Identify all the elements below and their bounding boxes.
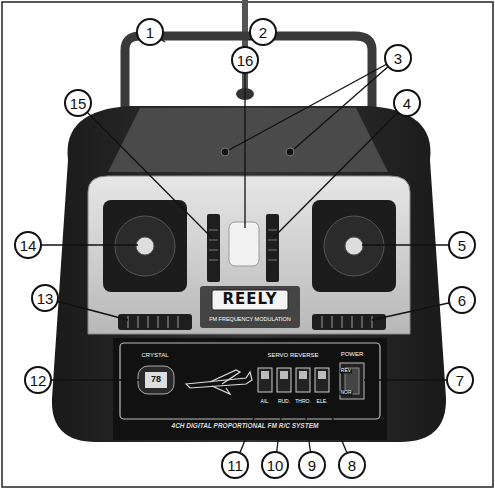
switch-label: REV [340,368,352,373]
callout-circle: 2 [249,18,277,46]
brand-subtitle: FM FREQUENCY MODULATION [208,317,292,323]
callout-circle: 9 [298,451,326,479]
callout-circle: 16 [231,46,259,74]
switch-label: ELE. [316,399,329,404]
callout-circle: 15 [64,89,92,117]
callout-number: 1 [146,25,154,40]
callout-number: 12 [30,373,47,388]
panel-label: SERVO REVERSE [266,352,319,358]
callout-number: 13 [37,291,54,306]
callout-number: 2 [259,25,267,40]
callout-number: 8 [348,458,356,473]
callout-number: 14 [20,238,37,253]
callout-circle: 8 [338,451,366,479]
callout-circle: 6 [448,286,476,314]
brand-logo: REELY [221,292,278,308]
callout-circle: 12 [24,366,52,394]
callout-circle: 1 [136,18,164,46]
switch-label: NOR [339,390,352,395]
callout-circle: 3 [384,44,412,72]
panel-label: POWER [340,351,365,357]
switch-label: AIL. [260,399,271,404]
switch-label: RUD. [277,399,291,404]
callout-circle: 4 [393,89,421,117]
callout-circle: 5 [448,231,476,259]
callout-circle: 13 [31,284,59,312]
callout-number: 3 [394,51,402,66]
callout-number: 11 [227,458,243,473]
crystal-channel: 78 [150,375,162,384]
callout-number: 6 [458,293,466,308]
callout-number: 10 [267,458,284,473]
callout-number: 4 [403,96,411,111]
system-label: 4CH DIGITAL PROPORTIONAL FM R/C SYSTEM [171,423,320,430]
panel-label: CRYSTAL [140,352,169,358]
callout-number: 15 [70,96,87,111]
callout-number: 16 [237,53,254,68]
callout-number: 7 [456,373,464,388]
callout-circle: 14 [14,231,42,259]
callout-circle: 10 [261,451,289,479]
callout-number: 9 [308,458,316,473]
callout-circle: 7 [446,366,474,394]
callout-circle: 11 [221,451,249,479]
callout-number: 5 [458,238,466,253]
switch-label: THRO. [294,399,312,404]
